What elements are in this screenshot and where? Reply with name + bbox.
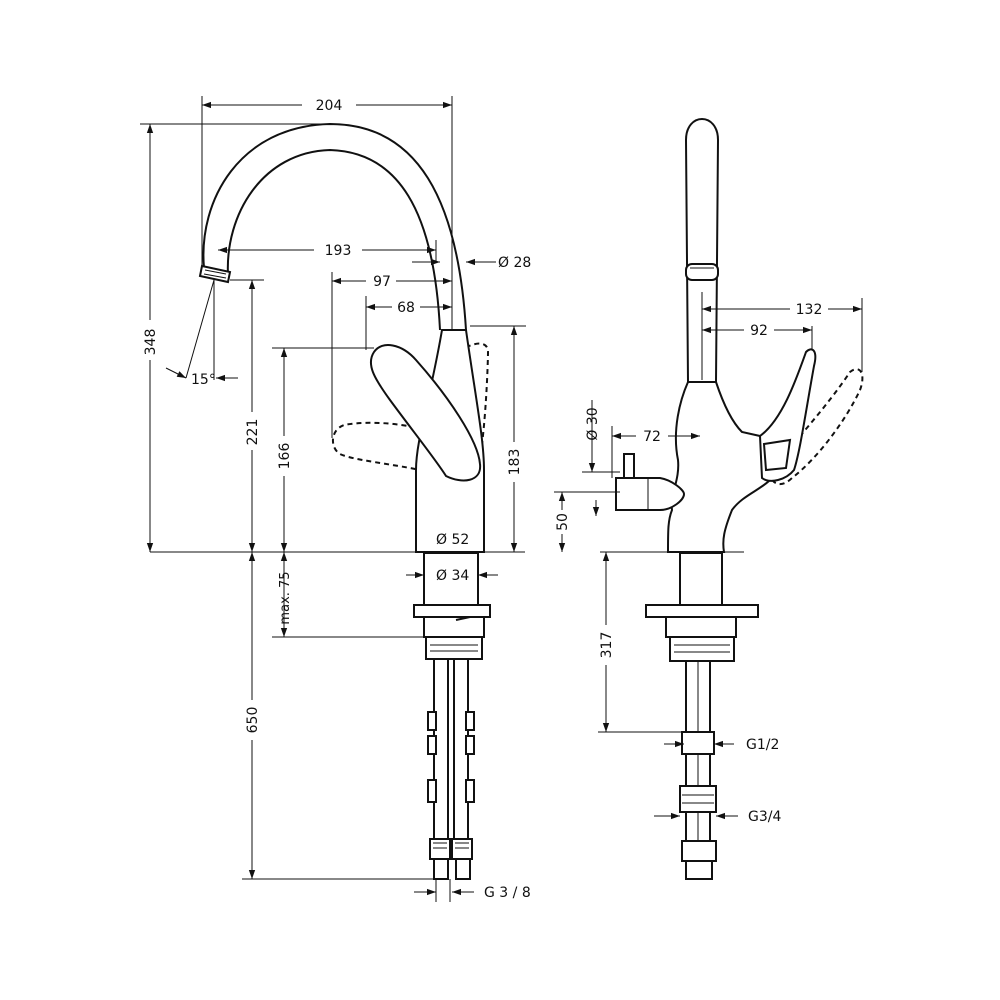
dim-spout-reach: 204	[316, 98, 343, 114]
dim-inlet-length: 317	[599, 632, 615, 659]
lever-handle	[369, 344, 482, 482]
front-mounting-plate	[645, 604, 759, 618]
front-view: 132 92 Ø 30 72 50 317 G1/2 G3/4	[554, 118, 864, 880]
supply-hoses	[427, 658, 475, 880]
dim-base-diameter: Ø 52	[436, 532, 469, 548]
dim-valve-height: 50	[555, 513, 571, 531]
dim-body-height: 183	[507, 449, 523, 476]
side-valve	[615, 477, 686, 511]
dim-shank-diameter: Ø 34	[436, 568, 469, 584]
dim-outlet-height: 221	[245, 419, 261, 446]
dim-deck-thickness: max. 75	[278, 571, 293, 624]
dim-hose-connection: G 3 / 8	[484, 885, 531, 901]
dim-handle-reach: 97	[373, 274, 391, 290]
mounting-plate	[413, 604, 491, 618]
dim-handle-height: 166	[277, 443, 293, 470]
front-body	[666, 381, 772, 553]
dim-hose-length: 650	[245, 707, 261, 734]
dim-handle-offset: 68	[397, 300, 415, 316]
mounting-nut	[425, 636, 483, 660]
dim-swivel-angle: 15°	[191, 372, 216, 388]
dim-inlet-thread: G1/2	[746, 737, 779, 753]
dim-spout-inner-reach: 193	[325, 243, 352, 259]
dim-outlet-thread: G3/4	[748, 809, 781, 825]
dim-height-total: 348	[143, 329, 159, 356]
side-view: 204 348 193 Ø 28 97 68 15°	[140, 96, 531, 902]
dim-valve-diameter: Ø 30	[585, 407, 601, 440]
spout-inner-outline	[226, 148, 441, 331]
spout-outline	[202, 122, 467, 331]
dim-valve-offset: 72	[643, 429, 661, 445]
front-lever	[758, 348, 817, 482]
dim-lever-reach: 92	[750, 323, 768, 339]
front-spout	[684, 118, 720, 383]
front-supply-hose	[679, 660, 717, 880]
dim-spout-diameter: Ø 28	[498, 255, 531, 271]
dim-lever-reach-max: 132	[796, 302, 823, 318]
